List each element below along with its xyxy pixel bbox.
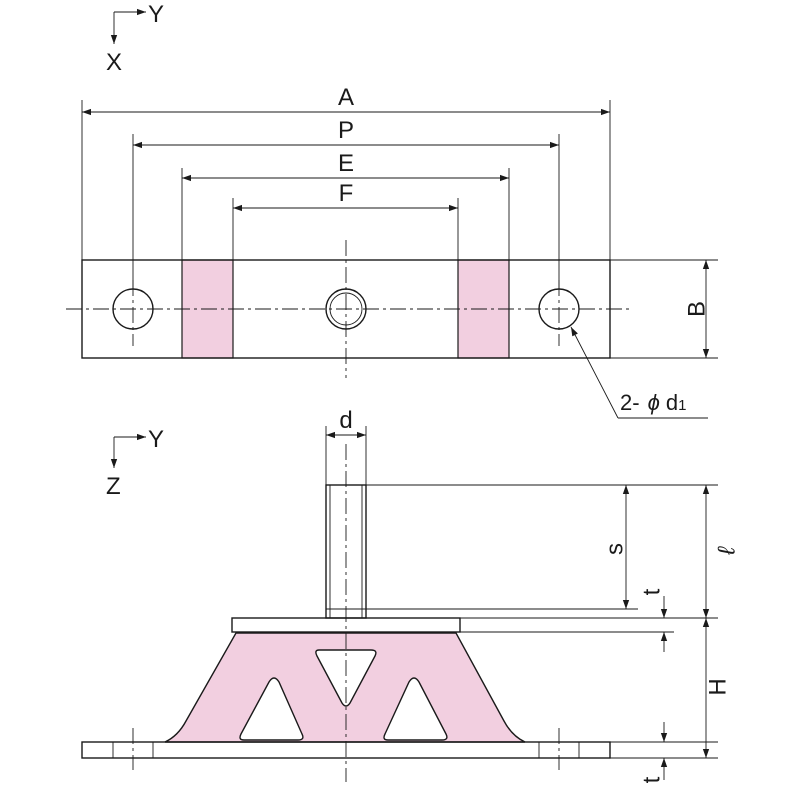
dim-label-d: d (339, 407, 352, 434)
top-view: Y X A P E F (66, 1, 718, 419)
dim-label-E: E (338, 150, 354, 177)
dim-label-H: H (705, 678, 732, 695)
hole-callout-leader (570, 326, 619, 419)
dim-label-A: A (338, 84, 354, 111)
top-axis-y-label: Y (148, 1, 164, 28)
dim-label-B: B (684, 301, 711, 317)
side-axis-z-label: Z (106, 473, 121, 500)
top-axis-indicator: Y X (106, 1, 164, 76)
dim-label-P: P (338, 117, 354, 144)
dim-label-l: ℓ (714, 546, 741, 556)
dim-label-t-bottom: t (639, 776, 666, 783)
side-axis-indicator: Y Z (106, 426, 164, 500)
side-axis-y-label: Y (148, 426, 164, 453)
dim-label-t-top: t (639, 588, 666, 595)
rubber-body (164, 632, 526, 743)
top-axis-x-label: X (106, 49, 122, 76)
dim-label-s: s (602, 543, 629, 555)
side-view: Y Z d s (81, 407, 741, 783)
dim-label-F: F (339, 180, 354, 207)
